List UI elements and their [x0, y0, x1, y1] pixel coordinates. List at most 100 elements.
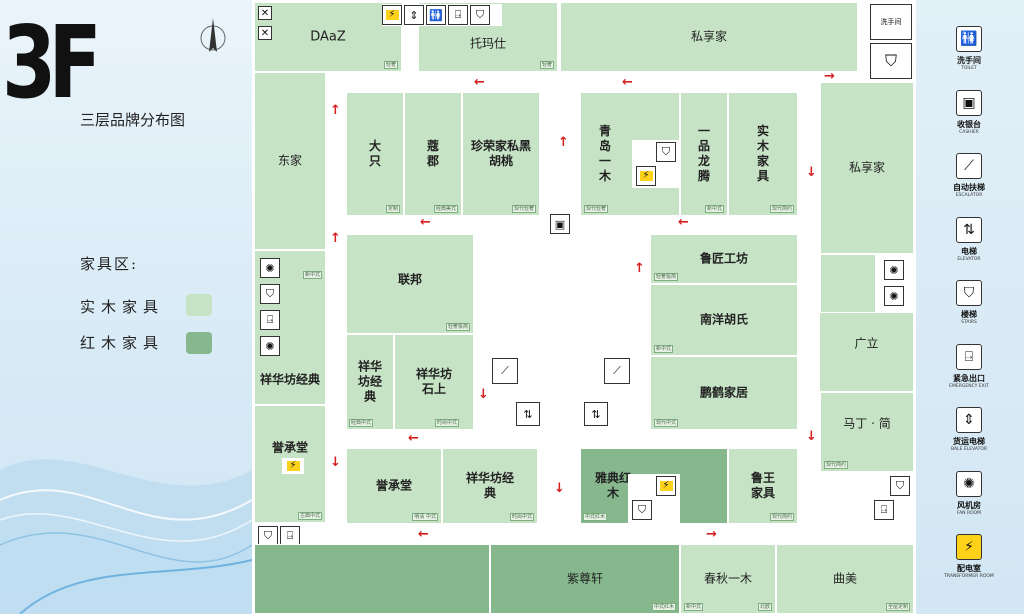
store-dongjia[interactable]: 东家	[254, 72, 326, 250]
store-tag: 时尚中式	[435, 419, 460, 427]
legend-entry-label: 收银台	[957, 119, 981, 129]
stairs-icon: ⛉	[656, 142, 676, 162]
flow-arrow-left: ←	[678, 215, 689, 230]
emergency-exit-icon: ⍈	[956, 343, 982, 370]
flow-arrow-down: ↓	[478, 387, 489, 402]
store-xianghua-jd[interactable]: 祥华坊经典 经典中式	[346, 334, 394, 430]
legend-entry-label: 洗手间	[957, 56, 981, 65]
store-tuomashi[interactable]: 托玛仕 轻奢	[418, 2, 558, 72]
store-redwood-bottomleft	[254, 544, 490, 614]
flow-arrow-right: →	[706, 527, 717, 542]
wave-decoration	[0, 459, 252, 614]
qingdao-facility: ⛉ ⚡	[632, 140, 680, 188]
store-name: 东家	[277, 153, 302, 168]
store-tag: 轻奢	[539, 61, 554, 69]
flow-arrow-up: ↑	[330, 103, 341, 118]
store-sixiangjia-right[interactable]: 私享家	[820, 82, 914, 254]
flow-arrow-up: ↑	[330, 231, 341, 246]
store-tag: 明清 中式	[412, 513, 438, 521]
store-name: 蔻郡	[426, 139, 439, 168]
store-kuanjun[interactable]: 蔻郡 经典美式	[404, 92, 462, 216]
toilet-block[interactable]: 洗手间 ⛉	[870, 4, 914, 80]
store-daaz[interactable]: DAaZ 轻奢	[254, 2, 402, 72]
store-yipin[interactable]: 一品龙腾 新中式	[680, 92, 728, 216]
stairs-icon: ⛉	[870, 43, 912, 79]
closed-icon: ✕	[258, 26, 272, 40]
store-tag-secondary: 北欧	[757, 603, 772, 611]
yadian-facility: ⚡ ⛉	[628, 474, 680, 524]
store-name: 祥华坊经典	[259, 372, 320, 387]
store-name: 祥华坊石上	[415, 367, 452, 396]
store-tag: 现代轻奢	[511, 205, 536, 213]
store-shimu[interactable]: 实木家具 现代简约	[728, 92, 798, 216]
store-name: 马丁 · 简	[843, 416, 891, 431]
store-name: DAaZ	[310, 29, 346, 45]
flow-arrow-down: ↓	[806, 165, 817, 180]
store-sixiangjia-top[interactable]: 私享家	[560, 2, 858, 72]
legend-item-solidwood: 实木家具	[80, 296, 164, 317]
toilet-icon: 🚻	[426, 5, 446, 25]
flow-arrow-up: ↑	[634, 261, 645, 276]
store-zizunxuan[interactable]: 紫尊轩 中式红木	[490, 544, 680, 614]
store-yuchengtang-mid[interactable]: 誉承堂 明清 中式	[346, 448, 442, 524]
store-dazhi[interactable]: 大只 定制	[346, 92, 404, 216]
flow-arrow-down: ↓	[330, 455, 341, 470]
flow-arrow-up: ↑	[558, 135, 569, 150]
flow-arrow-left: ←	[474, 75, 485, 90]
store-name: 托玛仕	[469, 36, 506, 51]
store-name: 誉承堂	[271, 440, 308, 455]
toilet-icon: 🚻	[956, 26, 982, 52]
store-qumei[interactable]: 曲美 全屋定制	[776, 544, 914, 614]
legend-item-label: 红木家具	[80, 334, 165, 352]
store-tag: 经典中式	[349, 419, 374, 427]
store-tag: 经典美式	[433, 205, 458, 213]
toilet-icon: 洗手间	[870, 4, 912, 40]
store-name: 广立	[854, 336, 879, 351]
store-mading[interactable]: 马丁 · 简 现代简约	[820, 392, 914, 472]
store-luwang[interactable]: 鲁王家具 现代简约	[728, 448, 798, 524]
store-guangli-main[interactable]: 广立	[820, 312, 914, 392]
legend-item-redwood: 红木家具	[80, 332, 164, 353]
store-nanyang[interactable]: 南洋胡氏 新中式	[650, 284, 798, 356]
fan-room-icon: ✺	[884, 286, 904, 306]
store-tag: 轻奢极简	[445, 323, 470, 331]
store-xianghua-sh[interactable]: 祥华坊石上 时尚中式	[394, 334, 474, 430]
store-tag: 定制	[385, 205, 400, 213]
store-name: 春秋一木	[703, 571, 752, 586]
fan-room-icon: ✺	[884, 260, 904, 280]
store-xianghua-bottom[interactable]: 祥华坊经典 时尚中式	[442, 448, 538, 524]
store-lianbang[interactable]: 联邦 轻奢极简	[346, 234, 474, 334]
cashier-icon[interactable]: ▣	[550, 214, 570, 234]
store-name: 祥华坊经典	[465, 471, 514, 500]
legend-entry-english: CASHIER	[959, 129, 979, 135]
store-lujiang[interactable]: 鲁匠工坊 轻奢极简	[650, 234, 798, 284]
legend-entry-english: TRANSFORMER ROOM	[944, 574, 994, 579]
store-name: 私享家	[848, 160, 885, 175]
legend-entry-label: 自动扶梯	[953, 183, 985, 192]
legend-item-label: 实木家具	[80, 298, 165, 316]
elevator-icon[interactable]: ⇅	[584, 402, 608, 426]
store-tag: 现代简约	[824, 461, 849, 469]
floor-label: 3F	[2, 4, 102, 121]
escalator-icon[interactable]: ⟋	[604, 358, 630, 384]
store-chunqiu[interactable]: 春秋一木 新中式 北欧	[680, 544, 776, 614]
store-penghe[interactable]: 鹏鹤家居 现代中式	[650, 356, 798, 430]
legend-entry-english: FAN ROOM	[956, 510, 982, 516]
right-fan-block: ✺ ✺	[876, 254, 914, 312]
store-tag: 古典中式	[297, 512, 322, 520]
store-tag: 新中式	[704, 205, 724, 213]
store-name: 联邦	[397, 272, 422, 287]
flow-arrow-left: ←	[622, 75, 633, 90]
stairs-icon: ⛉	[470, 5, 490, 25]
escalator-icon[interactable]: ⟋	[492, 358, 518, 384]
store-zhenrong[interactable]: 珍荣家私黑胡桃 现代轻奢	[462, 92, 540, 216]
flow-arrow-down: ↓	[554, 481, 565, 496]
store-name: 紫尊轩	[566, 571, 603, 586]
cashier-icon: ▣	[956, 89, 982, 116]
store-name: 青岛一木	[598, 124, 611, 183]
elevator-icon[interactable]: ⇅	[516, 402, 540, 426]
store-name: 鲁匠工坊	[699, 251, 748, 266]
store-tag: 现代简约	[769, 205, 794, 213]
